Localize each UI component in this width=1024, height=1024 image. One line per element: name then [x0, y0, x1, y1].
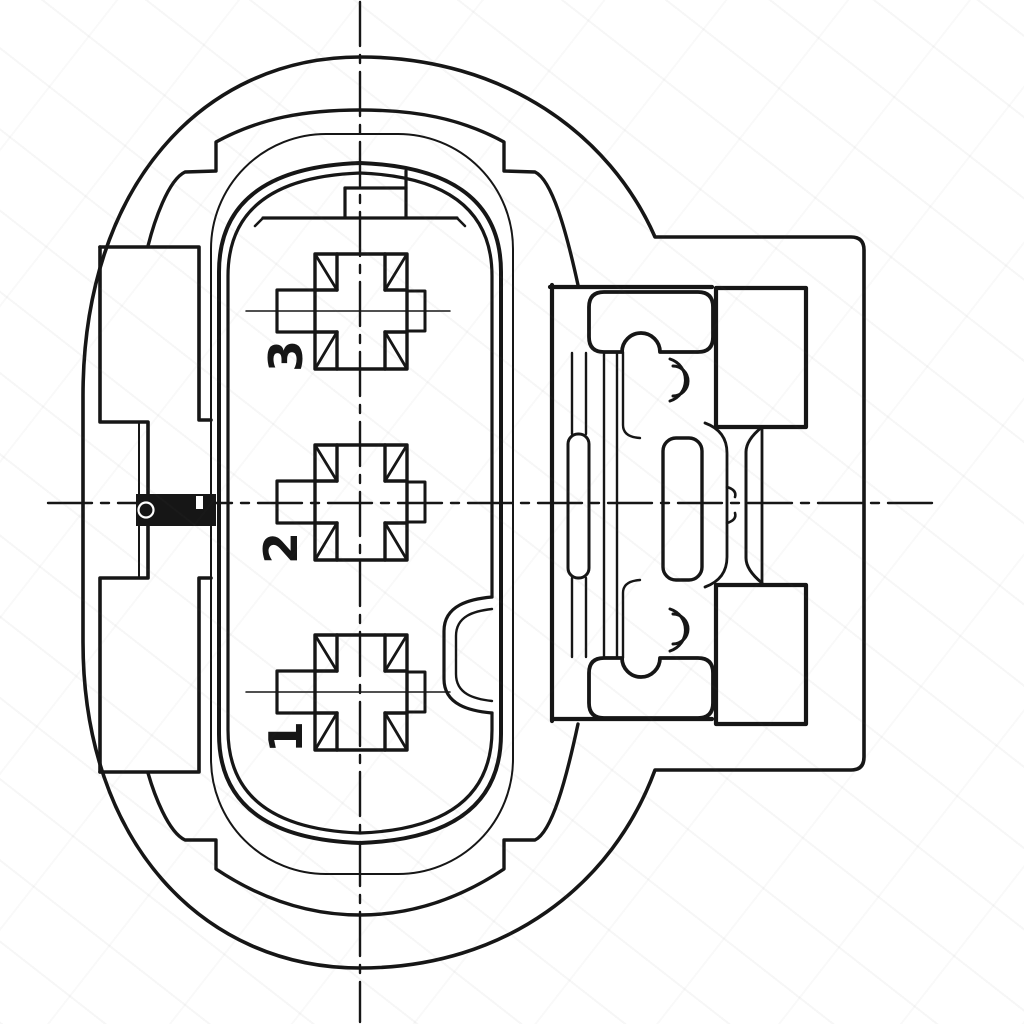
housing-pocket-top-right — [713, 285, 809, 430]
keyway-notch-outer — [442, 595, 494, 715]
housing-pocket-bottom-right — [713, 582, 809, 727]
terminal-pin-2: 2 — [254, 443, 427, 564]
seal-gland-circle — [137, 501, 155, 519]
latch-channel — [703, 421, 764, 589]
latch-slider-oblong — [661, 436, 704, 582]
pin1-left-tab — [275, 669, 317, 715]
keyway-notch-inner — [454, 607, 494, 703]
bracket-lower-right — [98, 576, 213, 774]
seal-slit — [196, 496, 203, 509]
bracket-upper-right — [98, 245, 213, 422]
pin1-cross-opening — [313, 633, 409, 752]
outer-contour — [81, 55, 866, 970]
line-art: 3 2 — [46, 0, 937, 1024]
latch-tooth-lower — [725, 511, 737, 525]
pin2-cavity-square — [313, 443, 409, 562]
pin2-cross-opening — [313, 443, 409, 562]
right-latch-housing — [547, 282, 809, 727]
bracket-upper-left — [98, 245, 150, 496]
pin2-left-tab — [275, 479, 317, 525]
shelf-tick-right — [455, 216, 467, 228]
terminal-pin-1: 1 — [245, 633, 451, 753]
left-mounting-bracket — [98, 245, 216, 774]
pin1-chamfer-diagonals — [313, 633, 409, 752]
pin-label-1: 1 — [259, 721, 313, 753]
seal-section-solid — [136, 494, 216, 526]
shell-contour-top — [146, 108, 580, 287]
pin1-cavity-square — [313, 633, 409, 752]
terminal-pin-3: 3 — [245, 252, 451, 372]
pin1-right-tab — [405, 670, 427, 714]
mating-cavity — [217, 161, 503, 845]
latch-stem-lines — [570, 350, 642, 660]
pin3-left-tab — [275, 288, 317, 334]
pin3-cross-opening — [313, 252, 409, 371]
latch-rail-top — [587, 290, 715, 354]
pin3-right-tab — [405, 289, 427, 333]
shelf-tick-left — [253, 216, 265, 228]
pin3-cavity-square — [313, 252, 409, 371]
top-key-slot — [343, 169, 408, 219]
cavity-inner-wall — [226, 171, 494, 835]
shell-contour-bottom — [146, 722, 580, 917]
pin2-right-tab — [405, 480, 427, 524]
housing-frame — [547, 282, 809, 727]
pin2-chamfer-diagonals — [313, 443, 409, 562]
pin-label-3: 3 — [259, 340, 313, 372]
pin3-chamfer-diagonals — [313, 252, 409, 371]
pin-label-2: 2 — [254, 532, 308, 564]
latch-lug-arcs — [668, 357, 690, 653]
latch-finger-oblong — [566, 432, 591, 580]
bracket-lower-left — [98, 524, 150, 774]
latch-tooth-upper — [725, 485, 737, 499]
cavity-outer-wall — [217, 161, 503, 845]
latch-rail-bottom — [587, 656, 715, 720]
